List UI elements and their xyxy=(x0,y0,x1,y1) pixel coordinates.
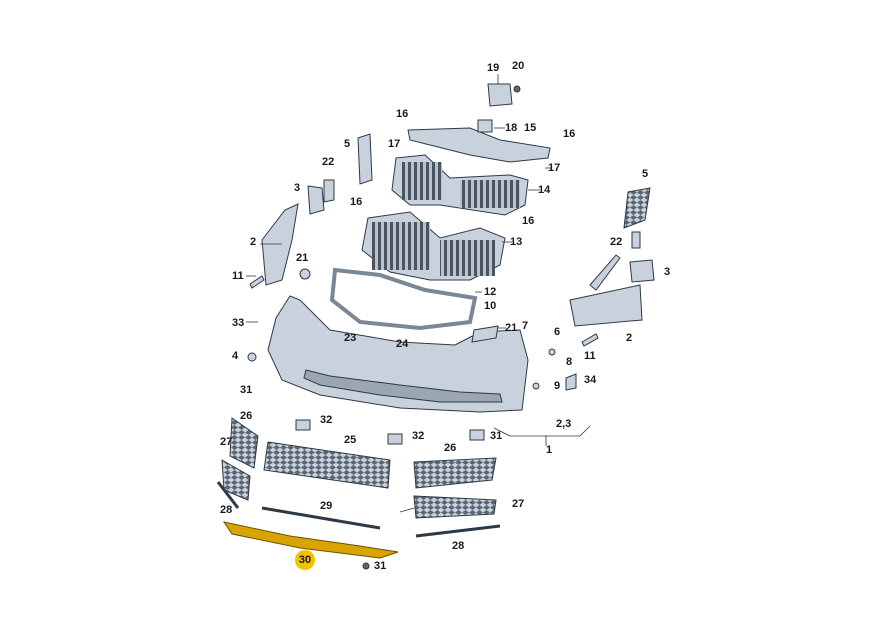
part-4-sensor xyxy=(247,352,257,362)
part-22-left-clip xyxy=(323,179,335,203)
part-32-left-cover xyxy=(295,419,311,431)
part-14-upper-grille-slats-right xyxy=(460,180,520,208)
part-15-upper-carrier xyxy=(407,127,551,163)
callout-27: 27 xyxy=(512,498,525,510)
callout-24: 24 xyxy=(396,338,409,350)
callout-26: 26 xyxy=(444,442,457,454)
part-3-right-holder xyxy=(629,259,655,283)
callout-3: 3 xyxy=(664,266,671,278)
callout-23: 23 xyxy=(344,332,357,344)
part-28-right-strip xyxy=(415,524,501,538)
callout-17: 17 xyxy=(388,138,401,150)
callout-7: 7 xyxy=(522,320,529,332)
callout-12: 12 xyxy=(484,286,497,298)
callout-21: 21 xyxy=(296,252,309,264)
part-30-spoiler xyxy=(222,521,399,559)
callout-19: 19 xyxy=(487,62,500,74)
part-31-screw xyxy=(362,562,370,570)
callout-13: 13 xyxy=(510,236,523,248)
part-5-right-bracket xyxy=(623,187,651,229)
callout-18: 18 xyxy=(505,122,518,134)
callout-25: 25 xyxy=(344,434,357,446)
part-21-right-cover xyxy=(471,325,499,343)
callout-15: 15 xyxy=(524,122,537,134)
callout-31: 31 xyxy=(240,384,253,396)
callout-2: 2 xyxy=(626,332,633,344)
part-11-right-strip xyxy=(581,333,599,347)
callout-3: 3 xyxy=(294,182,301,194)
part-11-left-strip xyxy=(249,275,265,289)
callout-11: 11 xyxy=(584,350,596,362)
callout-5: 5 xyxy=(642,168,649,180)
callout-2: 2 xyxy=(250,236,257,248)
part-27-right-insert xyxy=(413,495,497,519)
part-1-bumper-lower-opening xyxy=(303,369,503,403)
callout-2-3: 2,3 xyxy=(556,418,572,430)
callout-22: 22 xyxy=(322,156,335,168)
callout-32: 32 xyxy=(320,414,333,426)
callout-16: 16 xyxy=(396,108,409,120)
callout-28: 28 xyxy=(452,540,465,552)
part-2-right-guide xyxy=(569,284,643,327)
part-28-left-strip xyxy=(216,481,240,509)
part-21-left-cap xyxy=(299,268,311,280)
callout-11: 11 xyxy=(232,270,244,282)
part-2-left-guide xyxy=(261,203,299,286)
part-6-clip xyxy=(548,348,556,356)
callout-33: 33 xyxy=(232,317,245,329)
callout-20: 20 xyxy=(512,60,525,72)
callout-22: 22 xyxy=(610,236,623,248)
part-26-right-insert xyxy=(413,457,497,489)
callout-4: 4 xyxy=(232,350,239,362)
callout-28: 28 xyxy=(220,504,233,516)
callout-27: 27 xyxy=(220,436,233,448)
part-31-cover xyxy=(469,429,485,441)
part-19-bracket xyxy=(487,83,513,107)
part-32-right-cover xyxy=(387,433,403,445)
callout-17: 17 xyxy=(548,162,561,174)
callout-16: 16 xyxy=(522,215,535,227)
part-22-right-clip xyxy=(631,231,641,249)
part-27-left-insert xyxy=(221,459,251,501)
part-29-trim-strip xyxy=(261,506,381,530)
part-2-right-guide-arm xyxy=(589,254,621,291)
callout-31: 31 xyxy=(374,560,387,572)
callout-5: 5 xyxy=(344,138,351,150)
callout-26: 26 xyxy=(240,410,253,422)
part-26-left-insert xyxy=(229,417,259,469)
callout-1: 1 xyxy=(546,444,553,456)
part-12-grille-frame xyxy=(329,267,478,331)
callout-30-highlighted: 30 xyxy=(295,550,315,570)
callout-32: 32 xyxy=(412,430,425,442)
callout-9: 9 xyxy=(554,380,561,392)
part-13-grille-slats-left xyxy=(372,222,430,270)
callout-31: 31 xyxy=(490,430,503,442)
part-34-holder xyxy=(565,373,577,391)
part-5-left-bracket xyxy=(357,133,373,185)
part-18-clip xyxy=(477,119,493,133)
callout-10: 10 xyxy=(484,300,497,312)
part-3-left-holder xyxy=(307,185,325,215)
callout-6: 6 xyxy=(554,326,561,338)
callout-29: 29 xyxy=(320,500,333,512)
part-14-upper-grille-slats xyxy=(402,162,442,200)
part-20-screw xyxy=(513,85,521,93)
callout-16: 16 xyxy=(350,196,363,208)
part-25-lower-grille xyxy=(263,441,391,489)
callout-16: 16 xyxy=(563,128,576,140)
callout-21: 21 xyxy=(505,322,518,334)
callout-14: 14 xyxy=(538,184,551,196)
callout-34: 34 xyxy=(584,374,597,386)
part-9-clip xyxy=(532,382,540,390)
part-13-grille-slats-right xyxy=(440,240,495,276)
callout-8: 8 xyxy=(566,356,573,368)
